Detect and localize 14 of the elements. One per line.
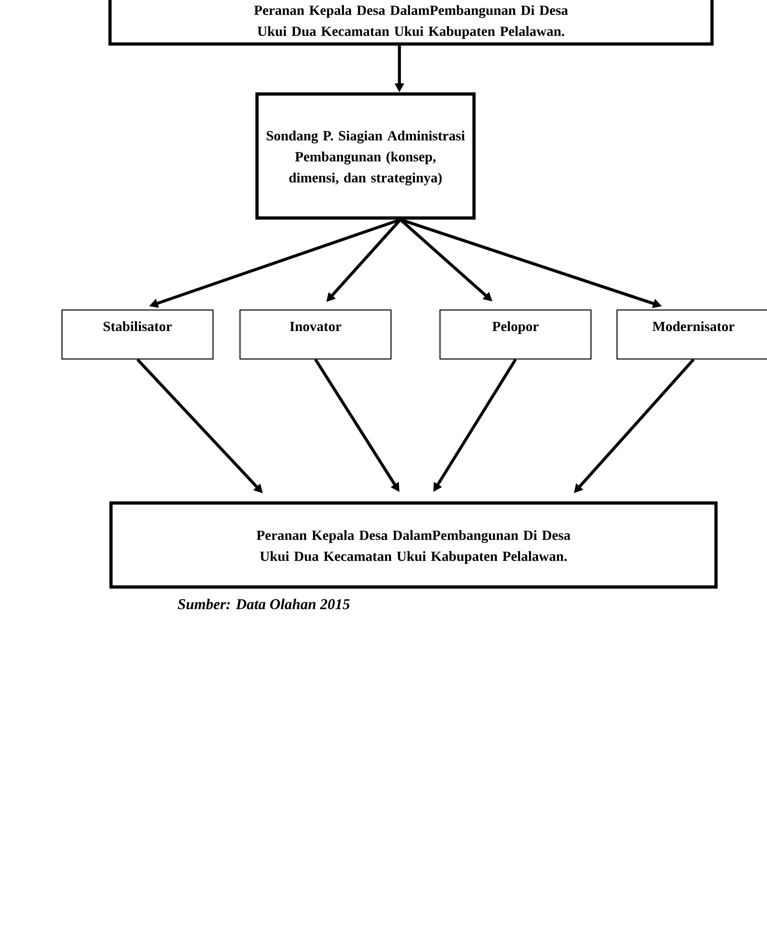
box-text: Modernisator [652, 321, 734, 332]
role-box [240, 310, 392, 360]
title-box [255, 92, 476, 220]
box-text: Peranan Kepala Desa DalamPembangunan Di Desa Ukui Dua Kecamatan Ukui Kabupaten Pelalawan. [254, 5, 568, 39]
box-text: Inovator [290, 322, 342, 332]
box-text: Pelopor [492, 321, 539, 334]
title-box [108, 0, 714, 46]
box-text: Peranan Kepala Desa DalamPembangunan Di Desa Ukui Dua Kecamatan Ukui Kabupaten Pelalawan. [256, 530, 570, 564]
box-text: Sondang P. Siagian Administrasi Pembangunan (konsep, dimensi, dan strateginya) [266, 130, 465, 186]
role-box [616, 310, 767, 360]
role-box [62, 310, 214, 360]
title-box [109, 501, 718, 589]
box-text: Stabilisator [104, 321, 172, 332]
role-box [440, 310, 592, 360]
